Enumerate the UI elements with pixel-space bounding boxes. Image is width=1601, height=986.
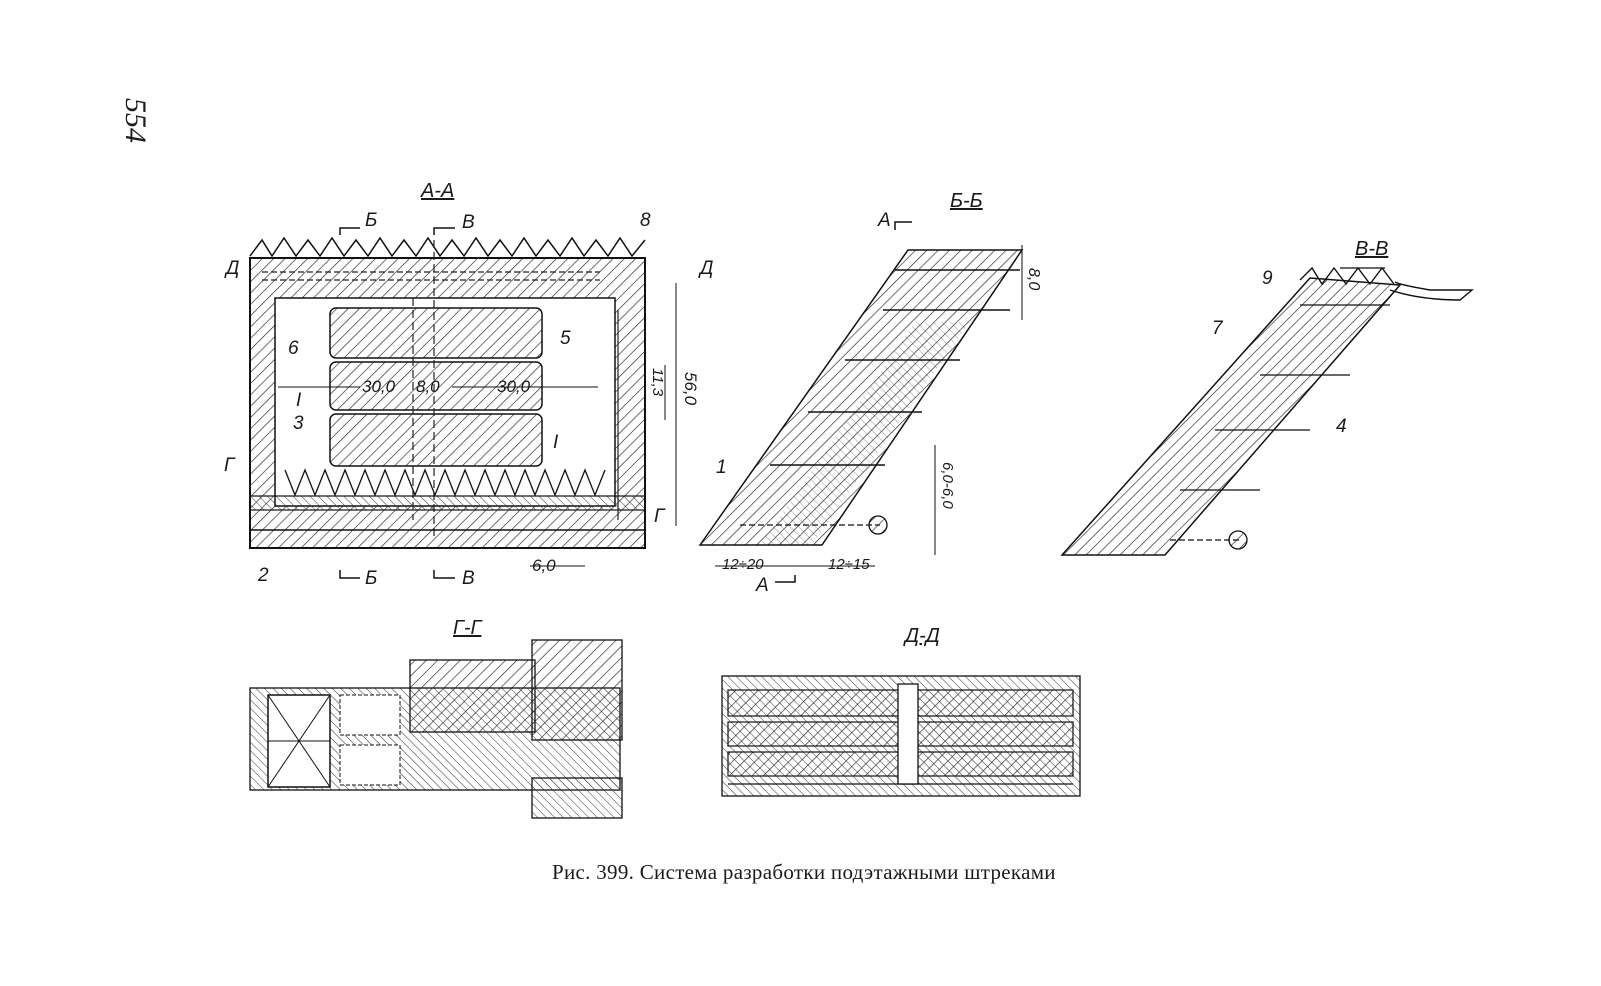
aa-dim-60: 6,0 [532, 556, 556, 575]
title-aa: А-А [421, 180, 455, 202]
title-dd: Д-Д [905, 625, 940, 647]
bb-dim-80: 8,0 [1025, 268, 1042, 291]
title-vv: В-В [1355, 238, 1389, 260]
section-dd [721, 675, 1081, 797]
vv-label-9: 9 [1262, 268, 1273, 289]
section-aa [249, 227, 677, 579]
aa-dim-300: 30,0 [362, 377, 396, 396]
bb-a-top: А [878, 210, 891, 231]
bb-a-bottom: А [756, 575, 769, 596]
bb-dim-1215: 12÷15 [828, 556, 870, 573]
bb-dim-1220: 12÷20 [722, 556, 764, 573]
vv-label-7: 7 [1212, 318, 1223, 339]
aa-roman-1: I [296, 390, 302, 411]
vv-label-4: 4 [1336, 416, 1347, 437]
title-bb: Б-Б [950, 190, 983, 212]
bb-label-1: 1 [716, 457, 727, 478]
figure-caption: Рис. 399. Система разработки подэтажными… [552, 860, 1056, 884]
aa-label-8: 8 [640, 210, 651, 231]
aa-dim-560: 56,0 [681, 372, 700, 406]
bb-dim-6060: 6,0-6,0 [939, 462, 956, 509]
aa-dim-30r: 30,0 [497, 377, 531, 396]
title-gg: Г-Г [453, 617, 482, 639]
aa-cut-g-left: Г [224, 455, 235, 476]
section-bb [698, 221, 1024, 583]
aa-label-2: 2 [258, 565, 269, 586]
aa-cut-d-left: Д [226, 258, 240, 279]
aa-label-5: 5 [560, 328, 571, 349]
aa-cut-b-top: Б [365, 210, 378, 231]
aa-roman-r: I [553, 432, 559, 453]
aa-dim-113: 11,3 [649, 368, 666, 397]
aa-label-3: 3 [293, 413, 304, 434]
aa-cut-b-bottom: Б [365, 568, 378, 589]
aa-cut-v-bottom: В [462, 568, 475, 589]
section-gg [249, 639, 623, 819]
aa-dim-80: 8,0 [416, 377, 440, 396]
aa-cut-g-right: Г [654, 506, 665, 527]
section-vv [1060, 266, 1474, 556]
aa-cut-v-top: В [462, 212, 475, 233]
aa-cut-d-right: Д [700, 258, 714, 279]
aa-label-6: 6 [288, 338, 299, 359]
